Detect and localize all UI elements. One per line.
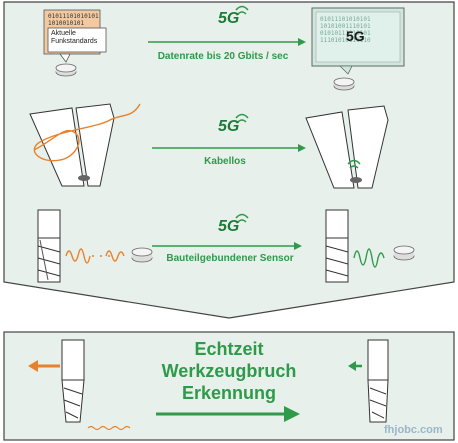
fiveg-logo-row2: 5G — [218, 118, 240, 135]
sensor-puck-row3-right — [393, 245, 415, 261]
milling-cutter-right — [325, 209, 349, 283]
signal-waves-row2 — [235, 113, 249, 123]
broken-cutter-left — [61, 339, 85, 423]
row1-label: Datenrate bis 20 Gbits / sec — [157, 51, 289, 62]
5g-bits: 01011101010101 10101001110101 0101011101… — [320, 16, 371, 44]
signal-waves-row3 — [235, 213, 249, 223]
milling-cutter-left — [37, 209, 61, 283]
broken-cutter-right — [367, 339, 389, 423]
warning-arrow-left — [28, 360, 60, 372]
stop-arrow-right — [348, 361, 362, 371]
signal-waves-row1 — [235, 5, 249, 15]
vibration-wave-green — [353, 248, 385, 268]
bottom-title-line1: Echtzeit — [194, 339, 264, 359]
fiveg-logo-row1: 5G — [218, 10, 240, 27]
bottom-title-line3: Erkennung — [181, 383, 276, 403]
arrow-row1 — [148, 38, 306, 46]
watermark: fhjobc.com — [384, 424, 443, 436]
legacy-card-label-line2: Funkstandards — [51, 38, 98, 45]
5g-card-badge: 5G — [346, 28, 365, 44]
legacy-bits: 01011101010101 1010010101 — [48, 13, 99, 27]
vibration-wave-orange — [65, 248, 125, 264]
cable-wire — [33, 103, 141, 162]
legacy-card-label-line1: Aktuelle — [51, 30, 76, 37]
arrow-row2 — [152, 144, 306, 152]
bottom-title: Echtzeit Werkzeugbruch Erkennung — [140, 338, 318, 404]
row2-label: Kabellos — [204, 156, 246, 167]
arrow-row3 — [152, 242, 302, 250]
row3-label: Bauteilgebundener Sensor — [166, 253, 294, 264]
arrow-bottom — [156, 406, 300, 422]
fracture-wave — [87, 425, 131, 431]
bottom-title-line2: Werkzeugbruch — [161, 361, 297, 381]
legacy-card-label: Aktuelle Funkstandards — [51, 30, 97, 46]
sensor-puck-row3 — [131, 247, 153, 263]
fiveg-logo-row3: 5G — [218, 218, 240, 235]
tool-holder-wired — [29, 103, 115, 187]
legacy-data-card — [43, 9, 107, 63]
signal-waves-holder — [347, 159, 361, 169]
5g-data-card — [311, 7, 405, 75]
